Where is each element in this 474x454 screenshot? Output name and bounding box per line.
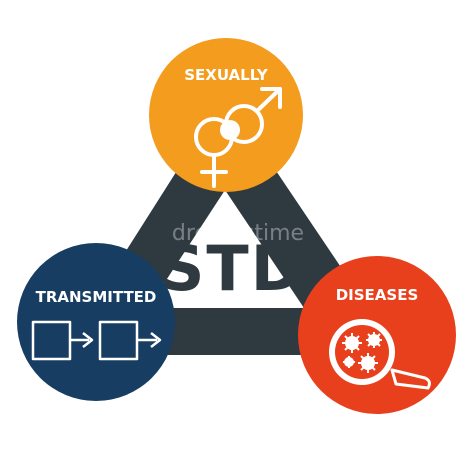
node-sexually-label: SEXUALLY: [184, 66, 269, 84]
node-transmitted: TRANSMITTED: [17, 243, 175, 401]
virus-magnifier-icon: [329, 319, 431, 390]
node-diseases-label: DISEASES: [336, 286, 419, 304]
node-sexually: SEXUALLY: [149, 38, 303, 192]
center-title: STD: [160, 232, 304, 305]
node-transmitted-label: TRANSMITTED: [36, 288, 157, 306]
node-sexually-circle: [149, 38, 303, 192]
node-diseases: DISEASES: [298, 256, 456, 414]
watermark-text: dreamstime: [172, 221, 304, 246]
transmission-arrows-icon: [31, 320, 162, 361]
node-transmitted-circle: [17, 243, 175, 401]
gender-symbols-icon: [194, 87, 282, 188]
